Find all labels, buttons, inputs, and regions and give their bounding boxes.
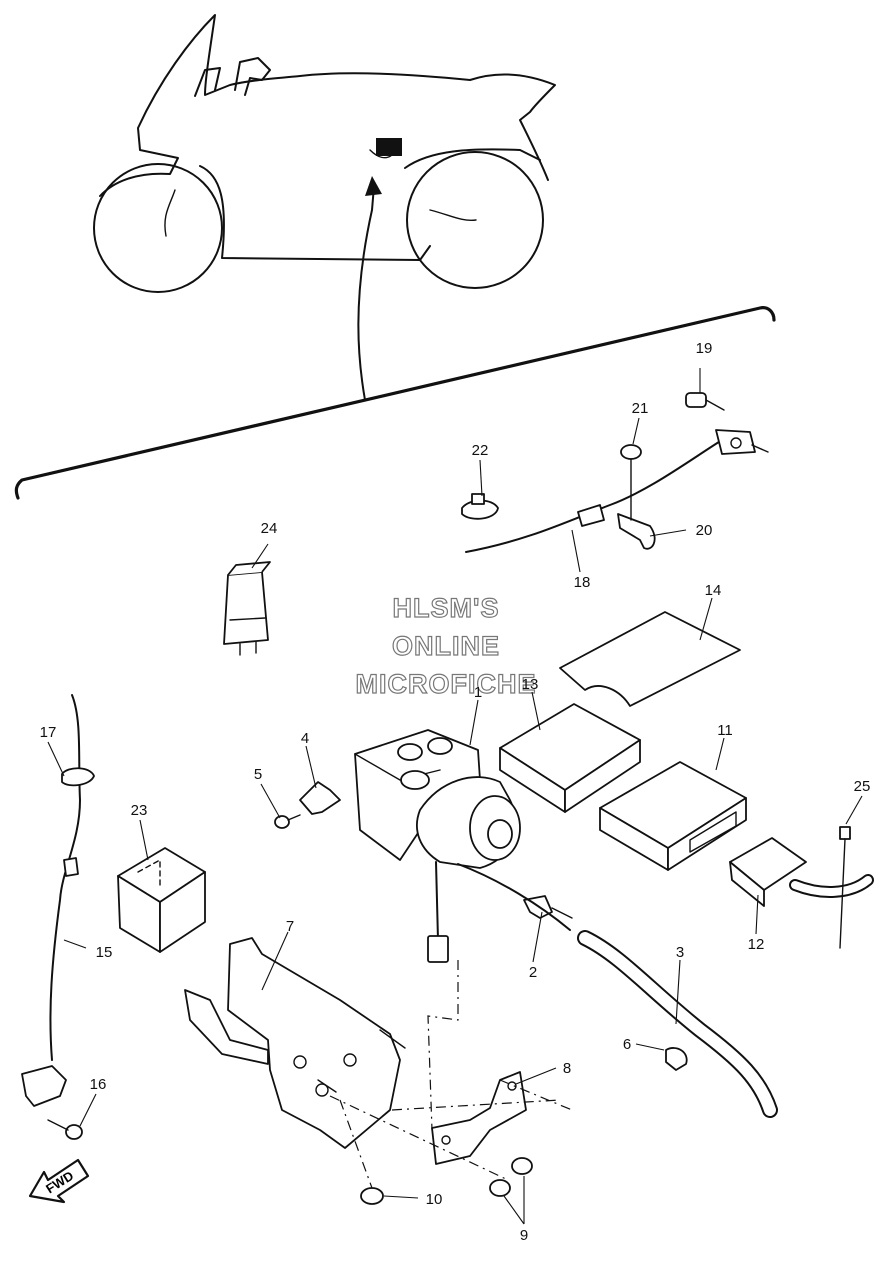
part-bracket-4 (299, 781, 341, 815)
part-relay-24 (223, 561, 271, 656)
part-module-23 (117, 847, 206, 953)
part-nut-10 (360, 1187, 384, 1205)
callout-6: 6 (623, 1036, 631, 1053)
part-control-unit-11 (599, 761, 747, 871)
part-bolt-21 (620, 444, 642, 521)
part-cable-tie-25 (839, 826, 851, 949)
part-sensor-19 (715, 429, 769, 455)
callout-17: 17 (40, 724, 57, 741)
callout-1: 1 (474, 684, 482, 701)
motorcycle-silhouette (93, 14, 556, 401)
callout-7: 7 (286, 918, 294, 935)
part-hose-3 (457, 863, 778, 1118)
callout-16: 16 (90, 1076, 107, 1093)
part-nut-9a (511, 1157, 533, 1175)
callout-25: 25 (854, 778, 871, 795)
callout-leaders (47, 368, 863, 1225)
section-divider (14, 306, 776, 500)
callout-21: 21 (632, 400, 649, 417)
watermark-line-2: ONLINE (392, 631, 500, 661)
callout-24: 24 (261, 520, 278, 537)
part-fitting-2 (523, 895, 573, 919)
callout-5: 5 (254, 766, 262, 783)
callout-10: 10 (426, 1191, 443, 1208)
part-bolt-5 (274, 814, 301, 829)
part-connector-12 (729, 837, 874, 907)
callout-12: 12 (748, 936, 765, 953)
part-bracket-20 (617, 513, 656, 550)
forward-arrow-icon: FWD (28, 1158, 90, 1204)
part-bolt-19 (685, 392, 725, 411)
callout-4: 4 (301, 730, 309, 747)
part-nut-9b (489, 1179, 511, 1197)
callout-13: 13 (522, 676, 539, 693)
callout-3: 3 (676, 944, 684, 961)
part-clamp-22 (461, 493, 499, 520)
callout-15: 15 (96, 944, 113, 961)
callout-22: 22 (472, 442, 489, 459)
part-case-13 (499, 703, 641, 813)
watermark-line-1: HLSM'S (393, 593, 500, 623)
callout-numbers: 1 2 3 4 5 6 7 8 9 10 11 12 13 14 15 16 1… (40, 340, 871, 1244)
callout-9: 9 (520, 1227, 528, 1244)
assembly-lines (329, 1079, 573, 1189)
part-main-bracket-7 (184, 937, 406, 1149)
watermark: HLSM'S ONLINE MICROFICHE (355, 592, 537, 699)
part-wire-harness-18 (465, 439, 723, 553)
part-bracket-8 (431, 1071, 527, 1165)
part-hydraulic-unit-1 (354, 729, 521, 869)
callout-14: 14 (705, 582, 722, 599)
callout-19: 19 (696, 340, 713, 357)
part-wheel-sensor-wire-15 (21, 694, 81, 1107)
watermark-line-3: MICROFICHE (356, 669, 537, 699)
part-sub-harness (427, 861, 459, 1131)
callout-18: 18 (574, 574, 591, 591)
callout-23: 23 (131, 802, 148, 819)
callout-2: 2 (529, 964, 537, 981)
part-clip-6 (665, 1047, 688, 1071)
callout-8: 8 (563, 1060, 571, 1077)
callout-20: 20 (696, 522, 713, 539)
part-bolt-16 (47, 1119, 83, 1140)
part-cover-14 (559, 611, 741, 707)
part-clamp-17 (61, 767, 95, 787)
callout-11: 11 (717, 722, 733, 739)
